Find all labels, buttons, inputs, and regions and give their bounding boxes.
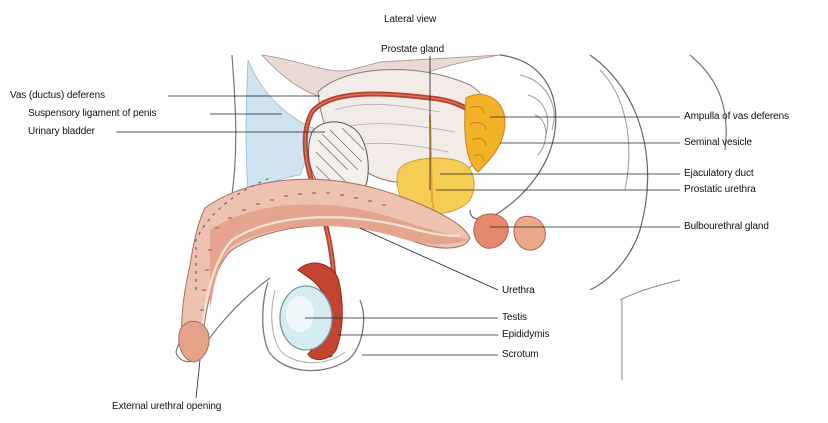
buttock-outline <box>620 280 680 380</box>
testis-highlight <box>286 296 314 332</box>
penile-bulb <box>514 216 545 250</box>
label-prostate-gland: Prostate gland <box>381 44 444 56</box>
leader-external-opening <box>196 360 200 398</box>
label-prostatic-urethra: Prostatic urethra <box>684 184 756 196</box>
glans <box>179 321 209 362</box>
back-outline <box>690 55 726 150</box>
label-ejaculatory-duct: Ejaculatory duct <box>684 168 754 180</box>
label-urethra: Urethra <box>502 285 535 297</box>
seminal-vesicle-shape <box>465 94 505 172</box>
view-title: Lateral view <box>384 14 436 26</box>
sacrum-curve <box>590 55 648 290</box>
label-ampulla: Ampulla of vas deferens <box>684 111 789 123</box>
label-bulbourethral-gland: Bulbourethral gland <box>684 221 769 233</box>
colon-coils <box>520 70 629 190</box>
label-urinary-bladder: Urinary bladder <box>28 126 95 138</box>
bulbourethral-gland-shape <box>474 214 508 248</box>
label-epididymis: Epididymis <box>502 329 549 341</box>
label-vas-deferens: Vas (ductus) deferens <box>10 90 105 102</box>
label-external-urethral-opening: External urethral opening <box>112 401 221 413</box>
label-testis: Testis <box>502 312 527 324</box>
label-seminal-vesicle: Seminal vesicle <box>684 137 752 149</box>
label-scrotum: Scrotum <box>502 349 539 361</box>
label-suspensory-ligament: Suspensory ligament of penis <box>28 108 156 120</box>
